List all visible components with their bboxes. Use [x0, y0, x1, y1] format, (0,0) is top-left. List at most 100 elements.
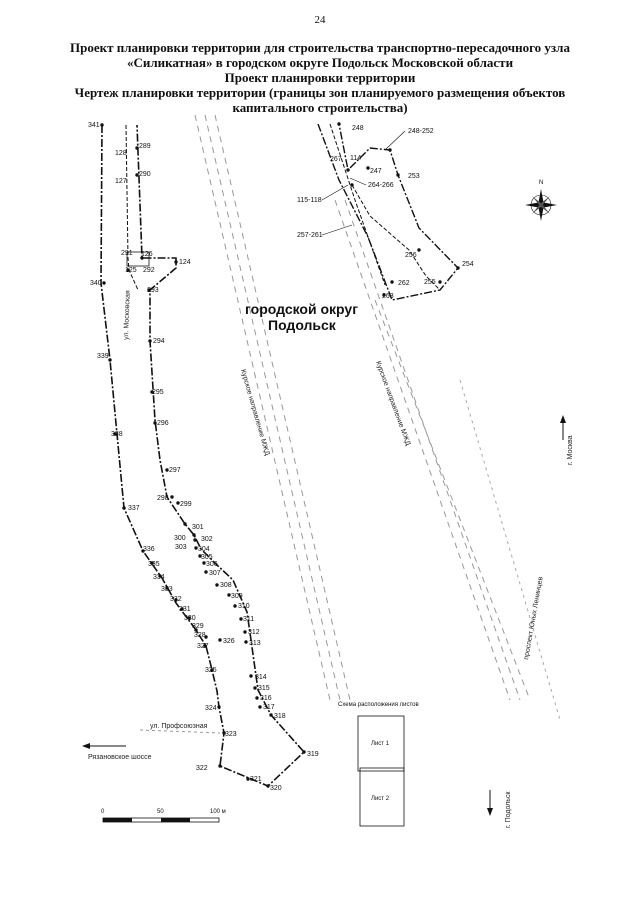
- label-329: 329: [192, 623, 204, 630]
- title-line-5: капитального строительства): [232, 100, 408, 115]
- title-line-4: Чертеж планировки территории (границы зо…: [74, 85, 566, 100]
- label-114: 114: [350, 155, 361, 162]
- arrow-moscow-icon: [560, 415, 566, 440]
- railway-left: [194, 114, 351, 701]
- label-125: 125: [125, 267, 137, 274]
- label-328: 328: [194, 632, 206, 639]
- boundary-points: [100, 122, 460, 788]
- scale-label-100: 100 м: [210, 809, 226, 815]
- label-291: 291: [121, 250, 133, 257]
- boundary-inner: [125, 124, 139, 291]
- scale-label-0: 0: [101, 809, 105, 815]
- street-moskovskaya: ул. Московская: [123, 290, 132, 340]
- railway-right: [334, 199, 531, 701]
- label-322: 322: [196, 765, 208, 772]
- label-327: 327: [197, 643, 209, 650]
- label-248-252: 248-252: [408, 128, 434, 135]
- label-323: 323: [225, 731, 237, 738]
- street-kursk-1: Курское направление МЖД: [239, 369, 270, 457]
- label-316: 316: [260, 695, 272, 702]
- label-318: 318: [274, 713, 286, 720]
- label-307: 307: [209, 570, 221, 577]
- label-324: 324: [205, 705, 217, 712]
- street-yunyh-lenintsev: проспект Юных Ленинцев: [523, 576, 545, 660]
- document-title: Проект планировки территории для строите…: [40, 40, 600, 115]
- label-255: 255: [424, 279, 436, 286]
- boundary-right-inner2: [329, 123, 386, 286]
- label-leaders: [321, 130, 406, 236]
- direction-podolsk: г. Подольск: [505, 791, 512, 828]
- label-311: 311: [243, 616, 254, 623]
- label-301: 301: [192, 524, 204, 531]
- label-337: 337: [128, 505, 140, 512]
- label-339: 339: [97, 353, 109, 360]
- label-126: 126: [141, 251, 153, 258]
- label-312: 312: [248, 629, 260, 636]
- street-ryazanovskoe: Рязановское шоссе: [88, 754, 152, 761]
- label-315: 315: [258, 685, 270, 692]
- label-319: 319: [307, 751, 319, 758]
- title-line-2: «Силикатная» в городском округе Подольск…: [126, 55, 514, 70]
- label-313: 313: [249, 640, 261, 647]
- scale-label-50: 50: [157, 809, 164, 815]
- label-289: 289: [139, 143, 151, 150]
- label-335: 335: [148, 561, 160, 568]
- arrow-ryazanovskoe-icon: [82, 743, 126, 749]
- boundary-right-inner: [351, 184, 441, 291]
- label-302: 302: [201, 536, 213, 543]
- area-label-1: городской округ: [245, 301, 358, 317]
- label-254: 254: [462, 261, 474, 268]
- title-line-1: Проект планировки территории для строите…: [70, 40, 570, 55]
- label-331: 331: [179, 606, 191, 613]
- label-115-118: 115-118: [297, 197, 322, 204]
- label-309: 309: [231, 593, 243, 600]
- label-341: 341: [88, 122, 100, 129]
- label-253: 253: [408, 173, 420, 180]
- label-296: 296: [157, 420, 169, 427]
- compass-north: N: [539, 180, 543, 186]
- label-247: 247: [370, 168, 382, 175]
- label-294: 294: [153, 338, 165, 345]
- label-128: 128: [115, 150, 127, 157]
- label-304: 304: [198, 546, 210, 553]
- area-label-2: Подольск: [268, 317, 337, 333]
- label-334: 334: [153, 574, 165, 581]
- sheet-1-label: Лист 1: [371, 741, 390, 747]
- label-298: 298: [157, 495, 169, 502]
- label-300: 300: [174, 535, 186, 542]
- label-264-266: 264-266: [368, 182, 394, 189]
- label-321: 321: [250, 776, 262, 783]
- label-263: 263: [382, 293, 394, 300]
- sheet-scheme-title: Схема расположения листов: [338, 702, 419, 708]
- point-labels: 341 128 289 127 290 291 126 124 125 292 …: [88, 122, 474, 792]
- label-320: 320: [270, 785, 282, 792]
- compass-rose-icon: N: [525, 180, 557, 221]
- boundary-right: [317, 123, 459, 301]
- label-262: 262: [398, 280, 410, 287]
- label-325: 325: [205, 667, 217, 674]
- profsoyuznaya-road: [139, 729, 221, 734]
- label-248: 248: [352, 125, 364, 132]
- label-340: 340: [90, 280, 102, 287]
- label-333: 333: [161, 586, 173, 593]
- label-338: 338: [111, 431, 123, 438]
- sheet-scheme: Схема расположения листов Лист 1 Лист 2: [338, 702, 419, 827]
- label-293: 293: [147, 287, 159, 294]
- direction-moscow: г. Москва: [567, 435, 574, 465]
- scale-bar: 0 50 100 м: [101, 809, 226, 823]
- label-303: 303: [175, 544, 187, 551]
- label-306: 306: [206, 561, 218, 568]
- label-299: 299: [180, 501, 192, 508]
- label-290: 290: [139, 171, 151, 178]
- label-310: 310: [238, 603, 250, 610]
- boundary-outer: [100, 124, 306, 787]
- title-line-3: Проект планировки территории: [224, 70, 416, 85]
- label-297: 297: [169, 467, 181, 474]
- label-124: 124: [179, 259, 191, 266]
- label-317: 317: [263, 704, 275, 711]
- label-257-261: 257-261: [297, 232, 323, 239]
- label-305: 305: [201, 554, 213, 561]
- prospect-line: [459, 379, 561, 721]
- label-308: 308: [220, 582, 232, 589]
